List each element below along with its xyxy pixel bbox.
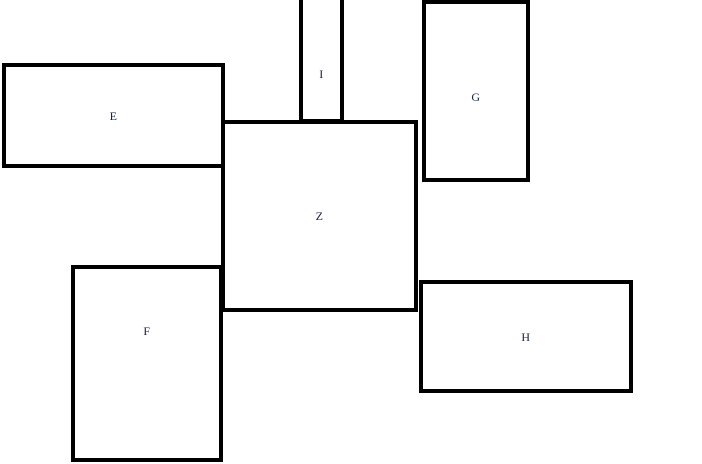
node-label-e: E bbox=[109, 108, 118, 123]
node-label-f: F bbox=[143, 324, 151, 338]
rectangle-node-e[interactable]: E bbox=[2, 63, 225, 168]
node-label-g: G bbox=[471, 90, 481, 104]
rectangle-node-f[interactable]: F bbox=[71, 265, 223, 462]
node-label-h: H bbox=[521, 329, 531, 344]
node-label-z: Z bbox=[315, 209, 324, 223]
rectangle-node-h[interactable]: H bbox=[419, 280, 633, 393]
rectangle-node-z[interactable]: Z bbox=[221, 120, 418, 312]
rectangle-node-i[interactable]: I bbox=[299, 0, 344, 123]
node-label-i: I bbox=[319, 66, 324, 81]
rectangle-node-g[interactable]: G bbox=[422, 0, 530, 182]
